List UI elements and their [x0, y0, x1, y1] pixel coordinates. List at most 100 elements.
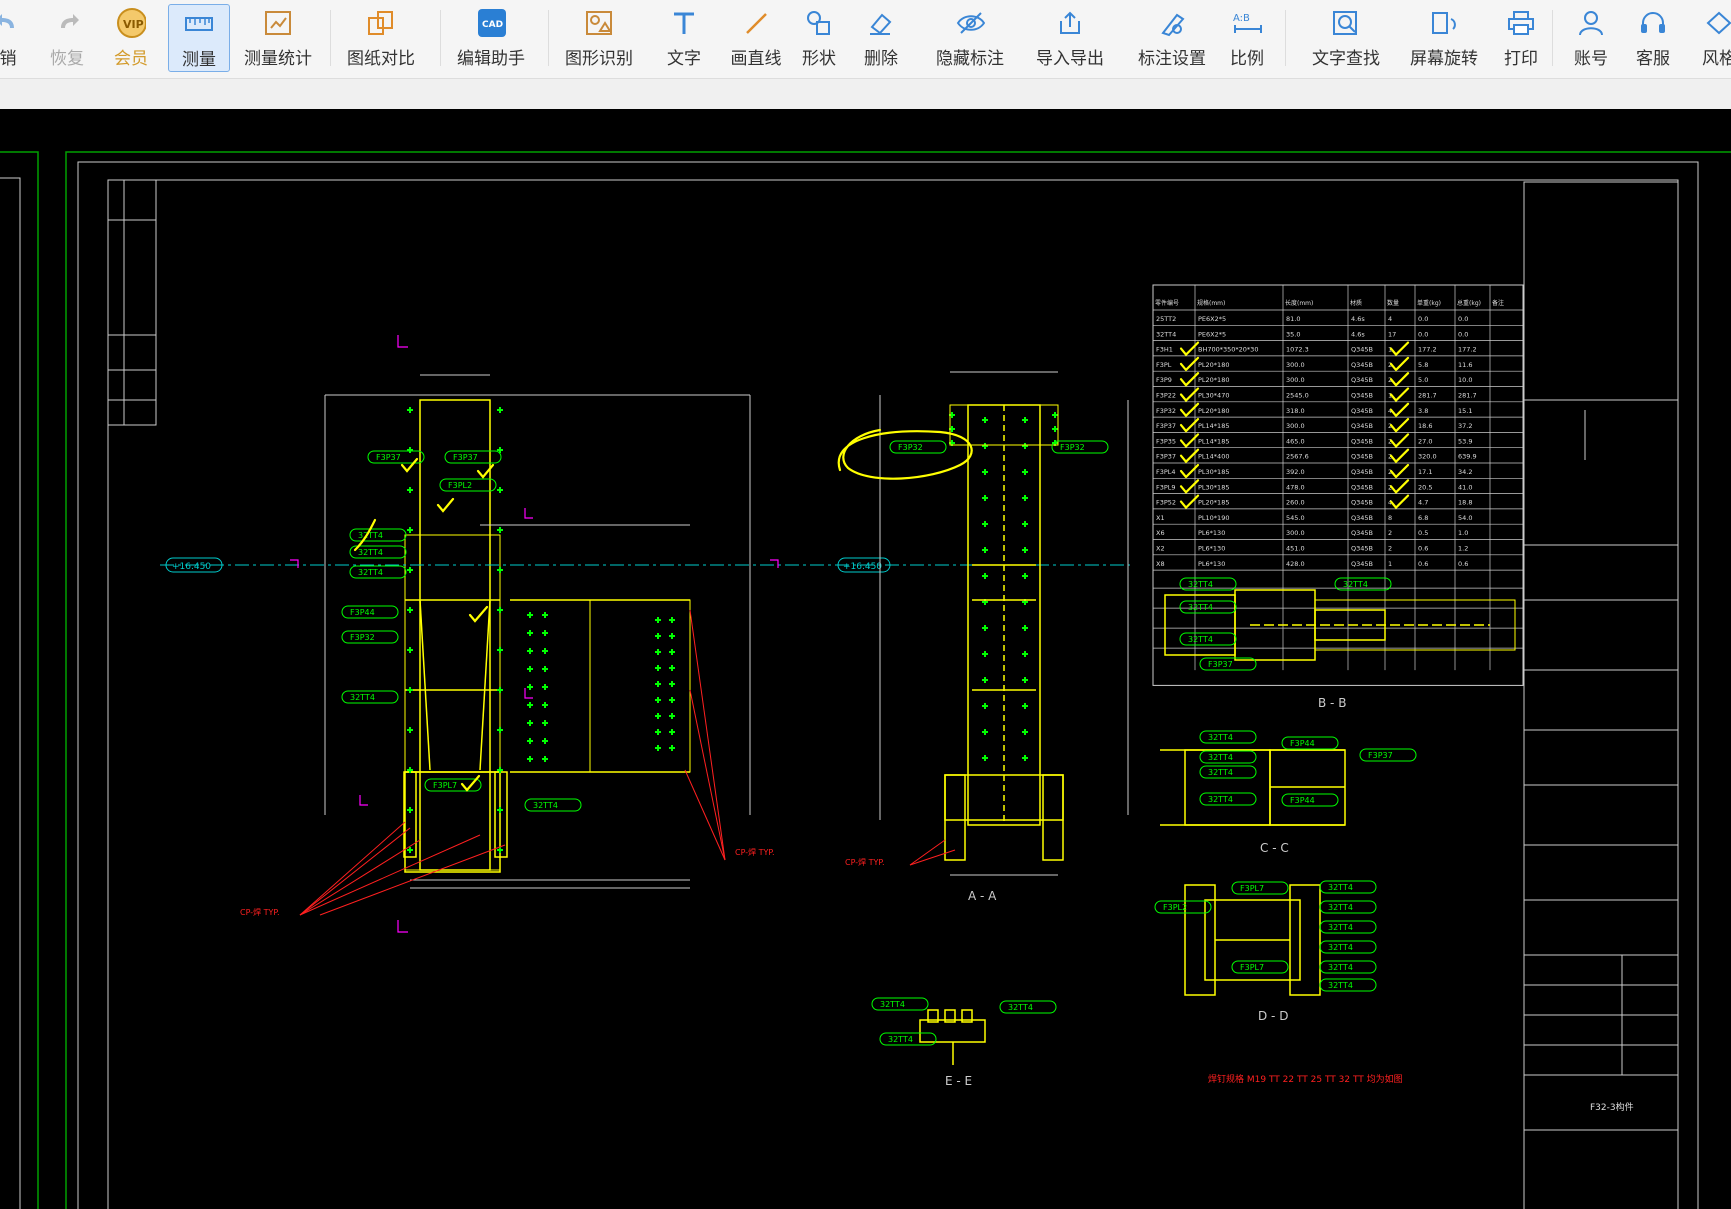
- bom-cell: 2: [1388, 453, 1392, 461]
- bom-cell: F3P9: [1156, 376, 1172, 384]
- toolbar-button-eraser[interactable]: 删除: [852, 4, 910, 72]
- part-tag-text: F3PL7: [433, 781, 457, 790]
- bom-cell: PL6*130: [1198, 529, 1225, 537]
- bom-cell: 34.2: [1458, 468, 1472, 476]
- bom-cell: 1072.3: [1286, 346, 1309, 354]
- toolbar-button-printer[interactable]: 打印: [1492, 4, 1550, 72]
- main-elevation-dims: [324, 374, 751, 889]
- bom-cell: 2: [1388, 529, 1392, 537]
- bom-cell: 392.0: [1286, 468, 1305, 476]
- toolbar-button-import-export[interactable]: 导入导出: [1024, 4, 1116, 72]
- toolbar-button-annotation-settings[interactable]: 标注设置: [1127, 4, 1217, 72]
- bom-cell: PL6*130: [1198, 560, 1225, 568]
- bom-cell: 1: [1388, 560, 1392, 568]
- part-tag-text: F3PL2: [448, 481, 472, 490]
- part-tag: [1334, 577, 1392, 591]
- part-tag-text: 32TT4: [888, 1035, 913, 1044]
- bom-cell: Q345B: [1351, 468, 1373, 476]
- toolbar-button-redo[interactable]: 恢复: [40, 4, 94, 72]
- bom-cell: 37.2: [1458, 422, 1472, 430]
- part-tag-text: 32TT4: [880, 1000, 905, 1009]
- shapes-icon: [804, 8, 834, 38]
- toolbar-button-text-search[interactable]: 文字查找: [1299, 4, 1393, 72]
- bom-cell: 3.8: [1418, 407, 1428, 415]
- bom-cell: 4: [1388, 315, 1392, 323]
- toolbar-button-account[interactable]: 账号: [1562, 4, 1620, 72]
- weld-note-mid: CP-焊 TYP.: [735, 847, 775, 857]
- bom-cell: 41.0: [1458, 483, 1472, 491]
- toolbar-separator: [548, 10, 549, 66]
- part-tag-text: 32TT4: [1208, 768, 1233, 777]
- part-tag-text: 32TT4: [1208, 733, 1233, 742]
- part-tag: [1281, 793, 1339, 807]
- part-tag-text: 32TT4: [1188, 635, 1213, 644]
- bom-cell: 2: [1388, 545, 1392, 553]
- part-tag-text: F3P32: [350, 633, 375, 642]
- bom-cell: PL14*185: [1198, 422, 1229, 430]
- toolbar-label: 图形识别: [565, 49, 633, 69]
- section-bb-view: [1164, 589, 1516, 661]
- part-tag-text: 32TT4: [1008, 1003, 1033, 1012]
- toolbar-button-style[interactable]: 风格: [1690, 4, 1731, 72]
- bom-cell: 11.6: [1458, 361, 1472, 369]
- part-tag-text: F3PL7: [1240, 884, 1264, 893]
- toolbar-button-measure-stats[interactable]: 测量统计: [236, 4, 320, 72]
- part-tag: [349, 528, 407, 542]
- part-tag-text: 32TT4: [533, 801, 558, 810]
- bom-cell: PL20*180: [1198, 376, 1229, 384]
- bom-cell: 428.0: [1286, 560, 1305, 568]
- rotate-screen-icon: [1429, 8, 1459, 38]
- part-tag: [367, 450, 425, 464]
- text-search-icon: [1331, 8, 1361, 38]
- toolbar-button-text[interactable]: 文字: [655, 4, 713, 72]
- bom-header-cell: 规格(mm): [1197, 299, 1225, 307]
- toolbar-button-hide-eye[interactable]: 隐藏标注: [925, 4, 1015, 72]
- bom-cell: 2: [1388, 376, 1392, 384]
- bom-cell: 1.2: [1458, 545, 1468, 553]
- part-tag: [1359, 748, 1417, 762]
- elevation-text-left: +16.450: [172, 562, 211, 572]
- cad-assistant-icon: CAD: [476, 8, 506, 38]
- bom-cell: Q345B: [1351, 376, 1373, 384]
- toolbar-button-shapes[interactable]: 形状: [790, 4, 848, 72]
- toolbar-button-rotate-screen[interactable]: 屏幕旋转: [1397, 4, 1491, 72]
- part-tag-text: 32TT4: [350, 693, 375, 702]
- bom-cell: 177.2: [1418, 346, 1437, 354]
- part-tag: [1281, 736, 1339, 750]
- bom-cell: F3H1: [1156, 346, 1173, 354]
- toolbar-label: 文字: [667, 49, 701, 69]
- svg-text:VIP: VIP: [123, 18, 144, 31]
- toolbar-button-headset[interactable]: 客服: [1624, 4, 1682, 72]
- part-tag: [871, 997, 929, 1011]
- bom-cell: 5.8: [1418, 361, 1428, 369]
- bom-checkmarks: [1179, 341, 1410, 510]
- part-tag-text: 32TT4: [1188, 580, 1213, 589]
- bom-cell: 2: [1388, 422, 1392, 430]
- toolbar-label: 风格: [1702, 49, 1731, 69]
- revision-block: [107, 179, 157, 426]
- toolbar-button-undo[interactable]: 销: [0, 4, 28, 72]
- bom-cell: Q345B: [1351, 346, 1373, 354]
- bom-cell: 35.0: [1286, 330, 1300, 338]
- part-tag: [1179, 600, 1237, 614]
- bom-cell: 0.6: [1418, 545, 1428, 553]
- toolbar-button-line[interactable]: 画直线: [722, 4, 790, 72]
- part-tag: [1051, 440, 1109, 454]
- title-block: F32-3构件: [1523, 181, 1679, 1209]
- bom-cell: F3PL4: [1156, 468, 1176, 476]
- toolbar-button-shape-recognition[interactable]: 图形识别: [554, 4, 644, 72]
- part-tag: [1199, 792, 1257, 806]
- toolbar-button-compare[interactable]: 图纸对比: [340, 4, 422, 72]
- part-tag-text: F3PL7: [1240, 963, 1264, 972]
- toolbar-label: 导入导出: [1036, 49, 1104, 69]
- bom-cell: 639.9: [1458, 453, 1477, 461]
- shape-recognition-icon: [584, 8, 614, 38]
- toolbar-button-ruler[interactable]: 测量: [168, 4, 230, 72]
